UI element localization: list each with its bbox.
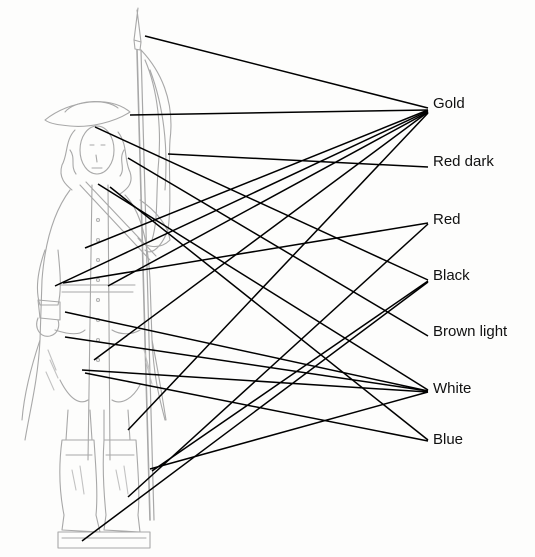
- label-white: White: [433, 380, 471, 398]
- label-black: Black: [433, 267, 470, 285]
- leader-line-black-3: [82, 282, 428, 541]
- leader-line-gold-5: [108, 112, 428, 286]
- label-blue: Blue: [433, 431, 463, 449]
- leader-line-white-3: [65, 337, 428, 391]
- leader-lines: [55, 36, 428, 541]
- leader-line-black-2: [152, 281, 428, 471]
- leader-line-gold-2: [130, 110, 428, 115]
- label-gold: Gold: [433, 95, 465, 113]
- leader-line-reddark: [168, 154, 428, 167]
- label-brown-light: Brown light: [433, 323, 507, 341]
- leader-line-white-4: [82, 370, 428, 392]
- label-red: Red: [433, 211, 461, 229]
- leader-line-white-5: [150, 392, 428, 469]
- label-red-dark: Red dark: [433, 153, 494, 171]
- leader-line-gold-1: [145, 36, 428, 108]
- leader-line-gold-3: [85, 110, 428, 248]
- leader-line-brown: [128, 158, 428, 336]
